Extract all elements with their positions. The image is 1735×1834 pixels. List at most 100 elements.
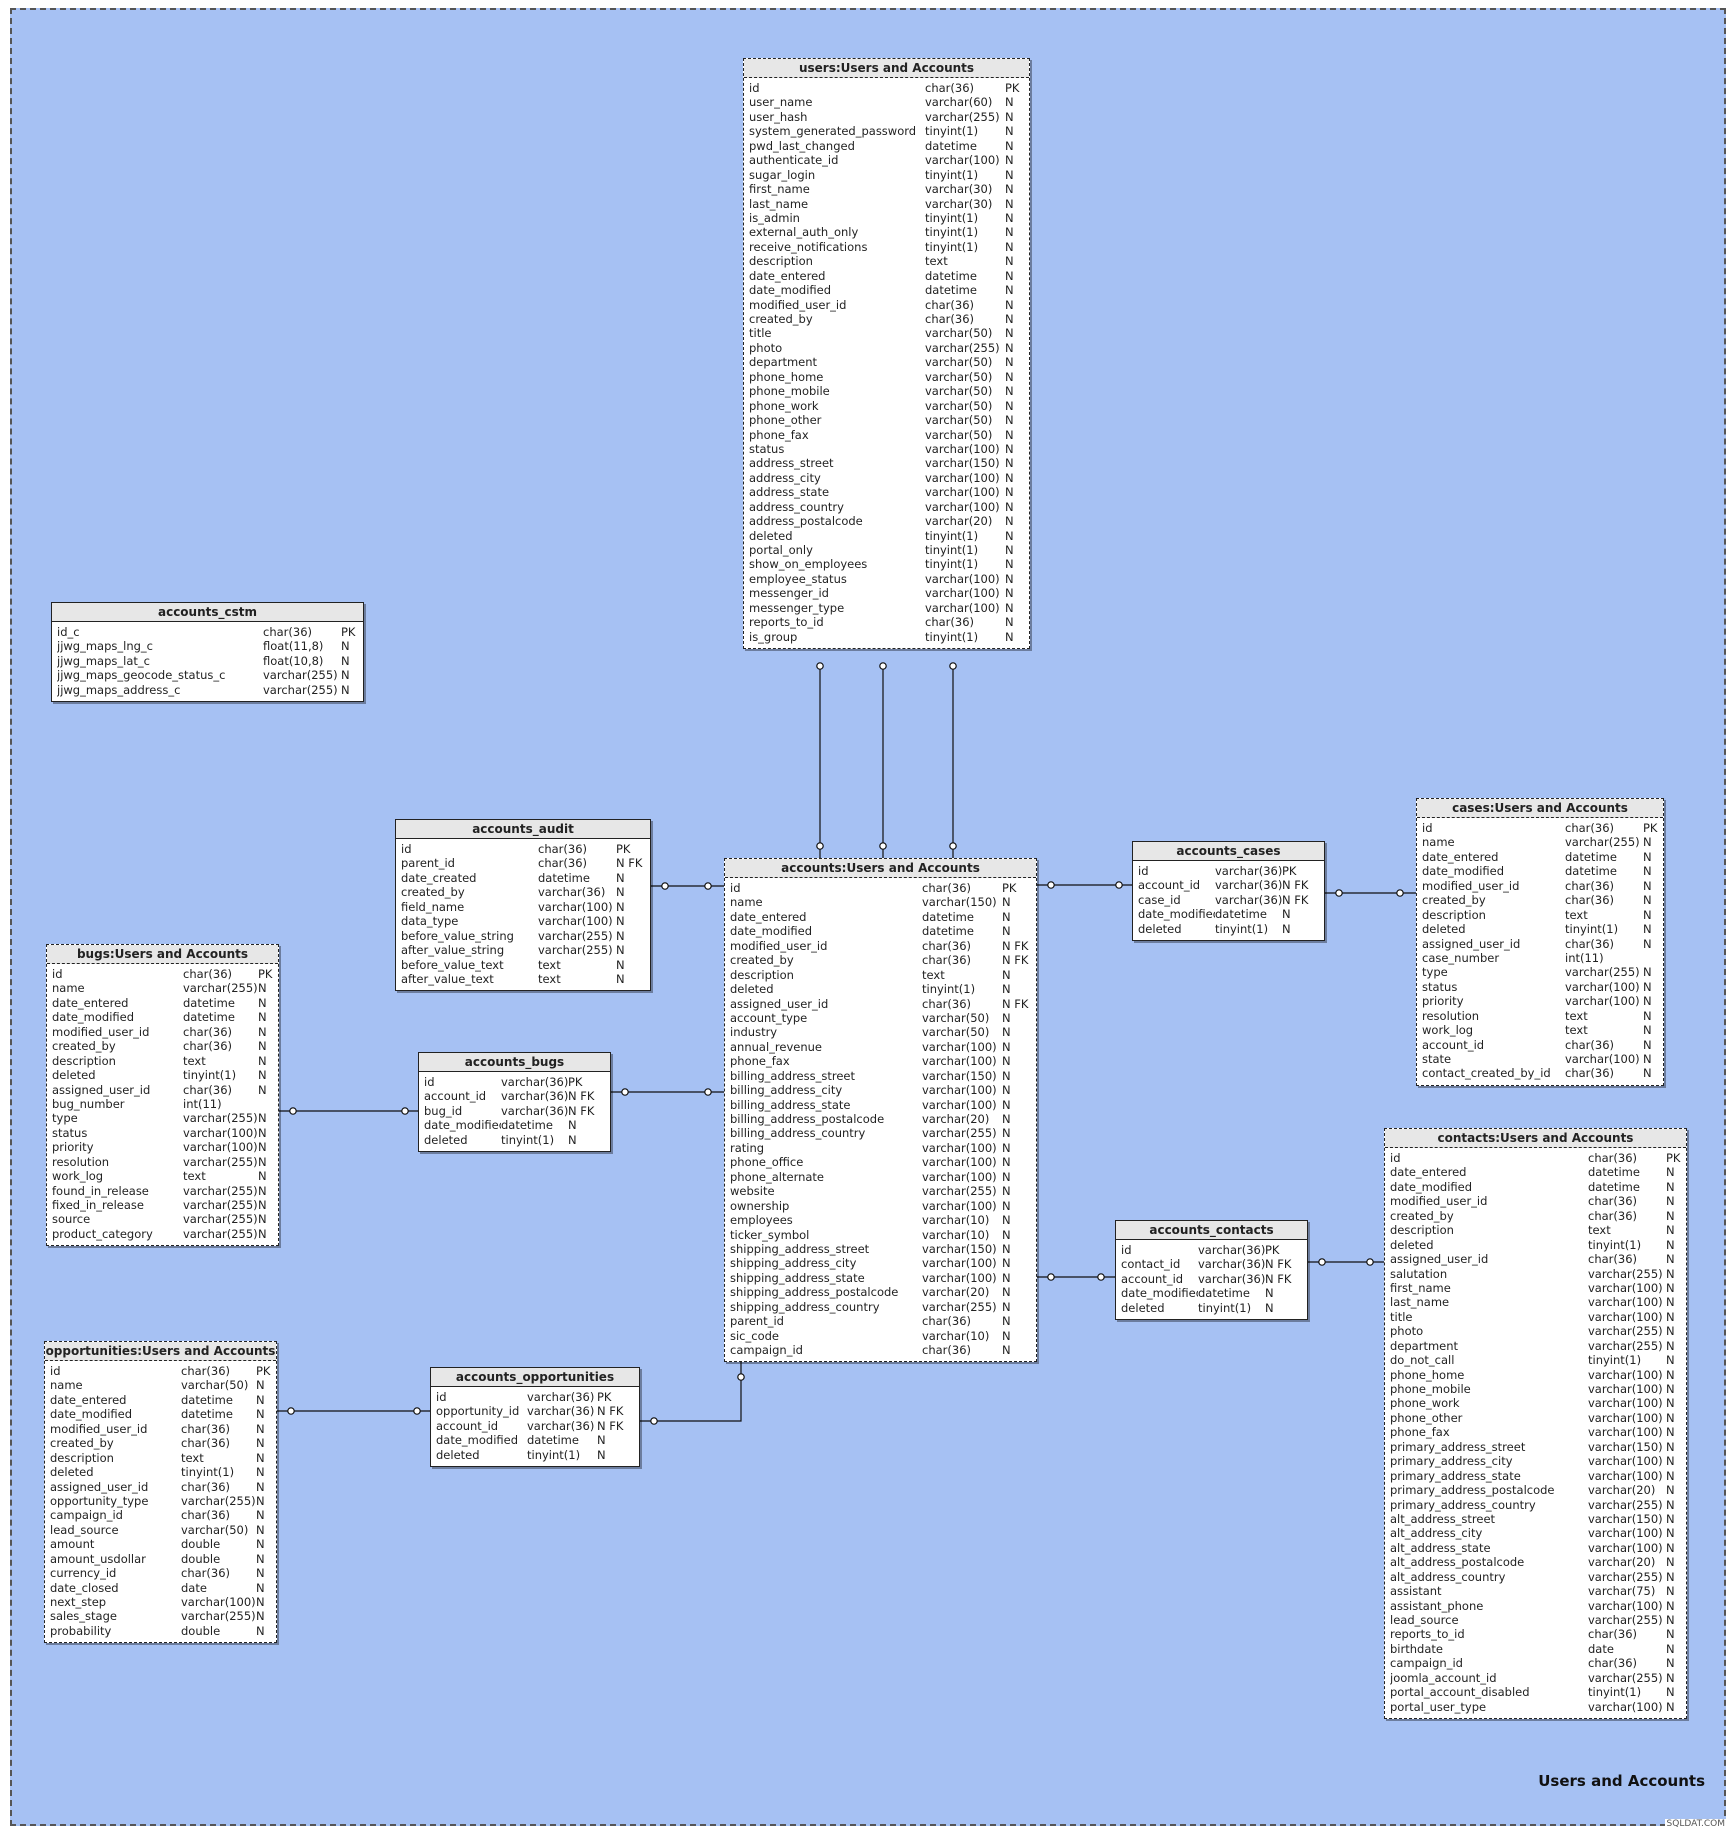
column-type: varchar(255) — [183, 1183, 258, 1198]
column-type: char(36) — [263, 625, 312, 639]
entity-title: accounts_contacts — [1116, 1221, 1307, 1240]
column-type: varchar(100) — [1565, 994, 1640, 1009]
column-type: varchar(100) — [925, 470, 1000, 485]
column-type: datetime — [501, 1118, 553, 1133]
column-flags: N — [1005, 557, 1014, 572]
column-type: char(36) — [1565, 821, 1614, 835]
column-flags: N — [256, 1465, 265, 1480]
column-name: alt_address_city — [1390, 1526, 1483, 1541]
column-type: tinyint(1) — [1198, 1300, 1252, 1315]
column-name: portal_account_disabled — [1390, 1685, 1530, 1700]
column-type: datetime — [181, 1392, 233, 1407]
column-flags: N FK — [568, 1103, 595, 1118]
column-flags: N — [1005, 384, 1014, 399]
column-type: char(36) — [922, 1314, 971, 1329]
column-flags: PK — [597, 1390, 612, 1404]
column-type: char(36) — [1588, 1252, 1637, 1267]
column-name: contact_created_by_id — [1422, 1066, 1551, 1081]
column-name: alt_address_street — [1390, 1511, 1496, 1526]
column-type: datetime — [925, 268, 977, 283]
column-flags: N — [616, 899, 625, 914]
column-type: date — [181, 1580, 207, 1595]
column-flags: N — [1666, 1685, 1675, 1700]
column-flags: N — [1666, 1324, 1675, 1339]
entity-title: accounts_bugs — [419, 1053, 610, 1072]
column-type: varchar(50) — [181, 1378, 249, 1393]
column-flags: N — [1005, 485, 1014, 500]
column-type: varchar(255) — [922, 1184, 997, 1199]
column-name: date_entered — [1422, 849, 1499, 864]
column-name: source — [52, 1212, 91, 1227]
column-flags: N — [1282, 921, 1291, 936]
column-name: assistant — [1390, 1584, 1442, 1599]
column-name: account_id — [436, 1418, 499, 1433]
column-name: billing_address_country — [730, 1126, 866, 1141]
column-name: jjwg_maps_lat_c — [57, 653, 150, 668]
column-flags: PK — [1265, 1243, 1280, 1257]
column-type: varchar(255) — [183, 1212, 258, 1227]
column-name: account_id — [1138, 878, 1201, 893]
column-name: resolution — [52, 1154, 110, 1169]
column-flags — [258, 1097, 274, 1111]
link-end-optional — [816, 842, 824, 850]
column-type: char(36) — [1565, 893, 1614, 908]
column-type: tinyint(1) — [925, 124, 979, 139]
column-name: status — [1422, 979, 1458, 994]
column-type: char(36) — [183, 1039, 232, 1054]
column-type: text — [1565, 1008, 1588, 1023]
column-name: photo — [1390, 1324, 1424, 1339]
column-flags: N — [1666, 1584, 1675, 1599]
column-type: tinyint(1) — [925, 629, 979, 644]
column-type: varchar(20) — [1588, 1555, 1656, 1570]
column-name: shipping_address_city — [730, 1256, 857, 1271]
column-type: datetime — [181, 1407, 233, 1422]
column-flags: N — [1005, 239, 1014, 254]
column-type: datetime — [1565, 864, 1617, 879]
column-flags: N — [1002, 1169, 1011, 1184]
column-flags: N — [1005, 427, 1014, 442]
column-name: billing_address_street — [730, 1068, 855, 1083]
column-type: varchar(100) — [1588, 1454, 1663, 1469]
column-name: sales_stage — [50, 1609, 117, 1624]
column-flags: N — [1005, 283, 1014, 298]
column-name: first_name — [749, 182, 810, 197]
column-name: reports_to_id — [749, 615, 824, 630]
link-end-optional — [413, 1407, 421, 1415]
column-type: varchar(100) — [1588, 1295, 1663, 1310]
link-end-optional — [704, 1088, 712, 1096]
